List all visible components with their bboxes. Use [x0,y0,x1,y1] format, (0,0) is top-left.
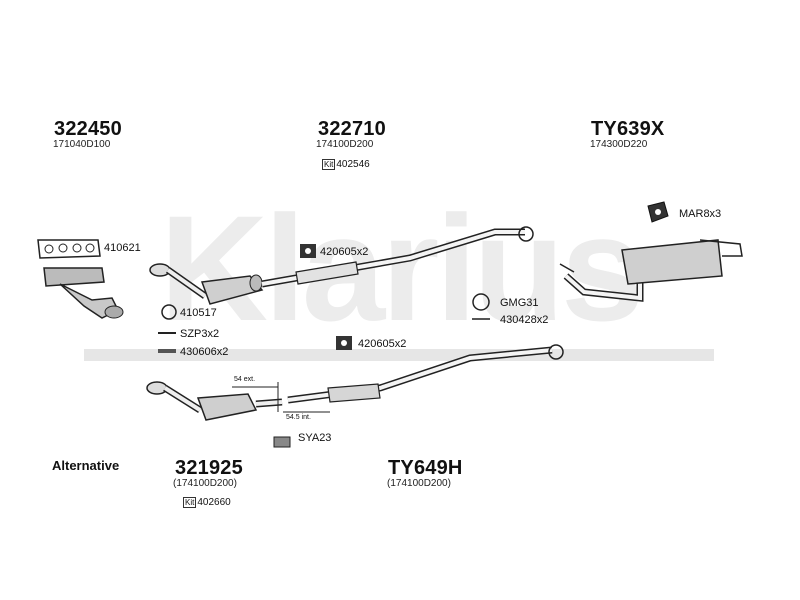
grommet-icon [472,293,490,311]
rear-silencer[interactable] [559,239,743,302]
part-label-bolt: 430606x2 [180,346,229,358]
part-label-mount: MAR8x3 [679,208,722,220]
front-pipe-catalyst[interactable] [149,226,534,305]
part-label-spring: SZP3x2 [180,328,220,340]
part-label-gasket: 410621 [104,242,141,254]
oe-number: 174300D220 [590,139,648,150]
alternative-label: Alternative [52,458,120,473]
part-label-bolt: 430428x2 [500,314,549,326]
oe-number: 174100D200 [316,139,374,150]
part-label-hanger: SYA23 [298,432,332,444]
dimension-lines [232,382,330,413]
part-label-grommet: GMG31 [500,297,539,309]
watermark-text: Klarius [160,184,641,352]
kit-icon: Kit [183,497,197,508]
manifold-gasket[interactable] [37,239,101,259]
part-code-ty649h: TY649H [388,457,463,479]
oe-number: 171040D100 [53,139,111,150]
part-code-321925: 321925 [175,457,243,479]
part-label-clamp: 420605x2 [320,246,369,258]
kit-value: 402660 [197,497,231,508]
part-label-clamp: 420605x2 [358,338,407,350]
dimension-label: 54 ext. [234,376,256,383]
ring-icon [161,304,177,320]
alternative-middle-pipe[interactable] [287,344,564,404]
rubber-mount-icon [647,201,669,223]
hanger-icon [273,436,291,448]
part-label-ring: 410517 [180,307,217,319]
oe-number: (174100D200) [387,478,451,489]
dimension-label: 54.5 int. [286,414,311,421]
part-code-322710: 322710 [318,118,386,140]
oe-number: (174100D200) [173,478,237,489]
part-code-ty639x: TY639X [591,118,665,140]
clamp-icon [300,244,316,258]
kit-icon: Kit [322,159,336,170]
kit-value: 402546 [336,159,370,170]
part-code-322450: 322450 [54,118,122,140]
exhaust-manifold[interactable] [43,267,124,319]
alternative-front-pipe[interactable] [146,381,283,421]
clamp-icon [336,336,352,350]
